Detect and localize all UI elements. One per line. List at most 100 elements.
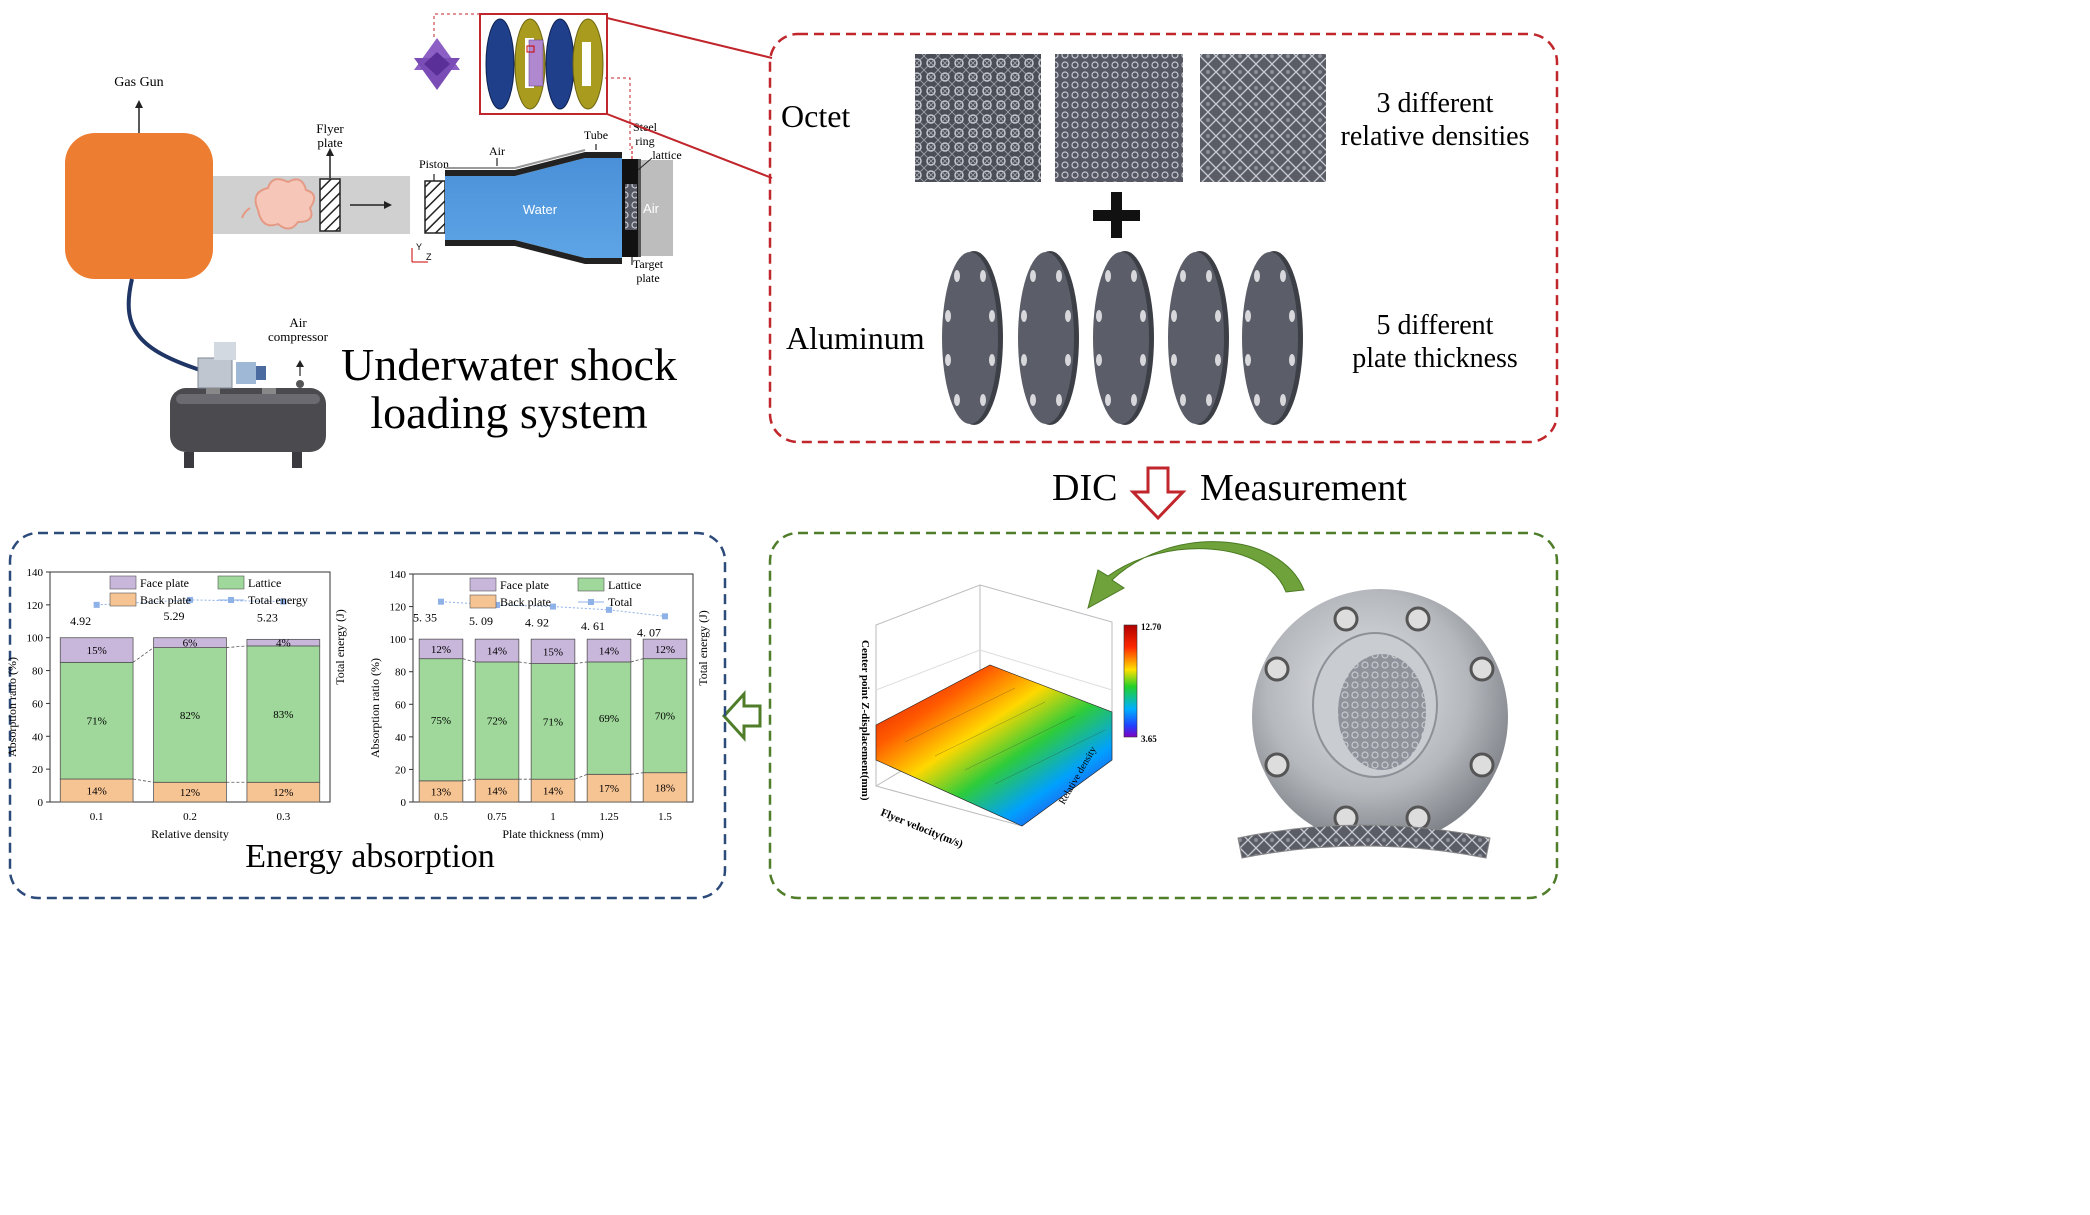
left-arrow-icon xyxy=(721,690,762,742)
axis-indicator: Y Z xyxy=(411,242,432,263)
y-tick-label: 0 xyxy=(38,797,44,809)
colorbar-min: 3.65 xyxy=(1141,734,1157,744)
legend-marker xyxy=(228,597,234,603)
legend-marker xyxy=(588,599,594,605)
bar-label: 72% xyxy=(487,716,507,728)
svg-text:Y: Y xyxy=(416,242,422,252)
bar-segment xyxy=(530,638,576,664)
thickness-line1: 5 different xyxy=(1377,310,1494,341)
dic-label: DIC xyxy=(1052,467,1117,509)
bar-label: 69% xyxy=(599,713,619,725)
x-axis-label: Relative density xyxy=(151,827,229,841)
aluminum-plate xyxy=(1093,251,1154,425)
connector-line xyxy=(462,778,476,782)
piston-label: Piston xyxy=(419,157,449,171)
bar-segment xyxy=(586,638,632,663)
y-axis-label: Absorption ratio (%) xyxy=(368,658,382,758)
curved-arrow-icon xyxy=(1087,541,1305,610)
explosion-icon xyxy=(241,178,316,230)
energy-title: Energy absorption xyxy=(245,838,495,875)
system-title-line1: Underwater shock xyxy=(341,339,677,390)
total-energy-point xyxy=(280,598,287,605)
flyer-plate-label-2: plate xyxy=(317,135,342,150)
x-tick-label: 0.1 xyxy=(90,811,104,823)
densities-line1: 3 different xyxy=(1377,88,1494,119)
densities-line2: relative densities xyxy=(1341,121,1530,152)
legend-label: Back plate xyxy=(140,593,191,607)
x-axis-label: Flyer velocity(m/s) xyxy=(879,807,965,851)
bar-segment xyxy=(418,638,464,660)
bar-label: 18% xyxy=(655,782,675,794)
total-energy-label: 4. 61 xyxy=(581,619,605,633)
measurement-link: DIC Measurement xyxy=(1052,466,1407,521)
bar-label: 70% xyxy=(655,711,675,723)
total-energy-point xyxy=(93,601,100,608)
loading-system: Gas Gun Flyer plate Piston Water Air Tub… xyxy=(65,13,773,468)
total-energy-point xyxy=(662,613,668,620)
total-energy-label: 4. 92 xyxy=(525,616,549,630)
connector-line xyxy=(133,778,154,783)
octet-lattice-icon xyxy=(414,38,460,90)
target-plate-label-1: Target xyxy=(633,257,664,271)
bar-label: 6% xyxy=(183,638,198,650)
displacement-surface xyxy=(875,664,1113,827)
bar-label: 13% xyxy=(431,786,451,798)
y2-axis-label: Total energy (J) xyxy=(696,610,710,686)
energy-panel-frame xyxy=(8,531,727,900)
aluminum-plate xyxy=(942,251,1003,425)
bar-segment xyxy=(474,638,520,663)
system-title-line2: loading system xyxy=(370,387,647,438)
total-energy-label: 5. 09 xyxy=(469,614,493,628)
bar-label: 71% xyxy=(543,716,563,728)
legend-label: Face plate xyxy=(500,578,549,592)
y-tick-label: 100 xyxy=(390,634,407,646)
legend-label: Back plate xyxy=(500,595,551,609)
bar-segment xyxy=(59,637,134,663)
legend-swatch xyxy=(109,592,137,607)
connector-line xyxy=(574,773,588,780)
bar-label: 15% xyxy=(543,646,563,658)
air-chamber xyxy=(641,160,673,256)
bar-label: 12% xyxy=(431,644,451,656)
legend-swatch xyxy=(469,577,497,592)
bar-label: 14% xyxy=(543,786,563,798)
lattice-density-3 xyxy=(1200,54,1326,182)
bar-segment xyxy=(642,638,688,660)
measurement-label: Measurement xyxy=(1200,467,1407,509)
down-arrow-icon xyxy=(1129,466,1187,521)
lattice-label: lattice xyxy=(652,148,681,162)
legend-label: Total energy xyxy=(248,593,308,607)
bar-label: 82% xyxy=(180,710,200,722)
gas-gun-label: Gas Gun xyxy=(114,75,163,90)
colorbar xyxy=(1123,624,1138,738)
aluminum-plate xyxy=(1242,251,1303,425)
deformed-lattice-photo xyxy=(1237,824,1491,859)
legend-swatch xyxy=(109,575,137,590)
thickness-line2: plate thickness xyxy=(1352,343,1518,374)
bar-label: 14% xyxy=(87,786,107,798)
colorbar-max: 12.70 xyxy=(1141,622,1162,632)
y-tick-label: 140 xyxy=(27,567,44,579)
total-energy-point xyxy=(606,606,612,613)
dic-panel: Center point Z-displacement(mm) Flyer ve… xyxy=(859,541,1508,859)
total-energy-point xyxy=(494,601,500,608)
air-compressor-label-1: Air xyxy=(289,315,307,330)
y-tick-label: 40 xyxy=(395,732,407,744)
lattice-core xyxy=(625,184,637,230)
z-axis-label: Center point Z-displacement(mm) xyxy=(859,640,871,801)
bar-label: 14% xyxy=(487,646,507,658)
x-tick-label: 0.3 xyxy=(276,811,290,823)
specimen-panel: Octet 3 different relative densities Alu… xyxy=(781,54,1529,425)
bar-segment xyxy=(642,658,688,774)
legend-swatch xyxy=(469,594,497,609)
gas-gun-body xyxy=(65,133,213,279)
y-tick-label: 0 xyxy=(401,797,407,809)
bar-segment xyxy=(586,661,632,775)
bar-segment xyxy=(153,647,227,783)
total-energy-label: 4. 07 xyxy=(637,625,661,639)
x-tick-label: 0.5 xyxy=(434,811,448,823)
y2-axis-label: Total energy (J) xyxy=(333,609,347,685)
bar-segment xyxy=(59,661,134,780)
